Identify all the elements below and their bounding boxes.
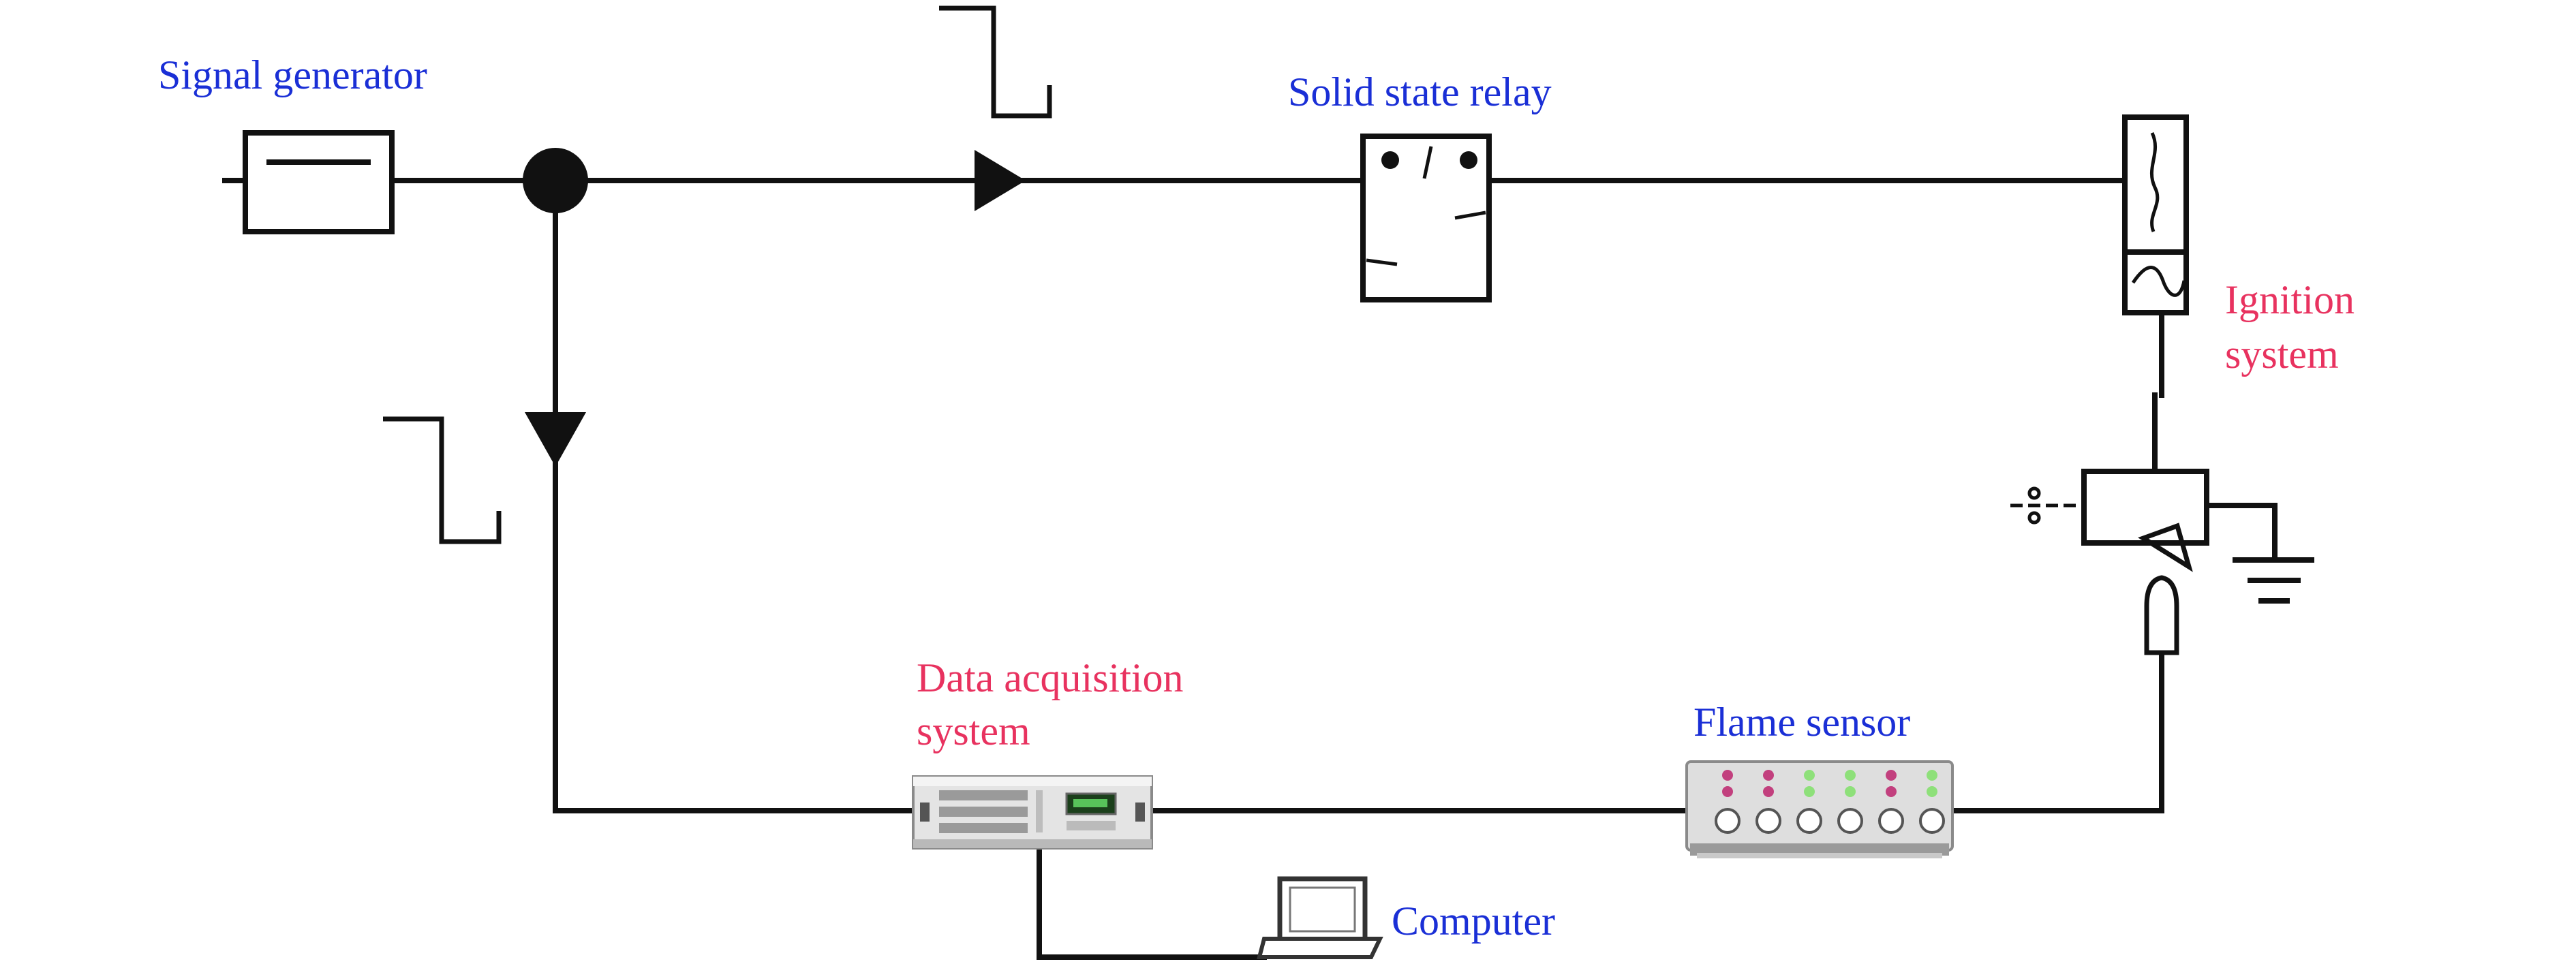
sensor-leds [1722, 770, 1937, 797]
label-flame-sensor: Flame sensor [1693, 700, 1910, 745]
ignition-coil-icon [2122, 114, 2189, 315]
label-data-acquisition-line1: Data acquisition [917, 655, 1184, 700]
sensor-connectors [1715, 808, 1945, 834]
junction-node [523, 148, 588, 213]
pulse-waveform-left [383, 416, 502, 544]
label-ignition-system-line2: system [2225, 332, 2339, 377]
laptop-icon [1257, 876, 1383, 959]
label-computer: Computer [1392, 899, 1555, 944]
relay-icon [1360, 134, 1492, 302]
flame-sensor-icon [1685, 760, 1954, 858]
daq-rack-icon [912, 775, 1153, 850]
ground-icon [2233, 557, 2314, 604]
ignition-module-icon [2010, 469, 2278, 572]
pulse-waveform-top [939, 5, 1052, 119]
label-solid-state-relay: Solid state relay [1288, 69, 1552, 114]
spark-plug-icon [2144, 575, 2179, 655]
label-data-acquisition-line2: system [917, 708, 1030, 753]
label-signal-generator: Signal generator [158, 52, 427, 97]
signal-arrow-down [525, 412, 586, 467]
signal-generator-icon [243, 130, 395, 234]
label-ignition-system-line1: Ignition [2225, 277, 2355, 322]
signal-arrow-right [975, 150, 1026, 211]
